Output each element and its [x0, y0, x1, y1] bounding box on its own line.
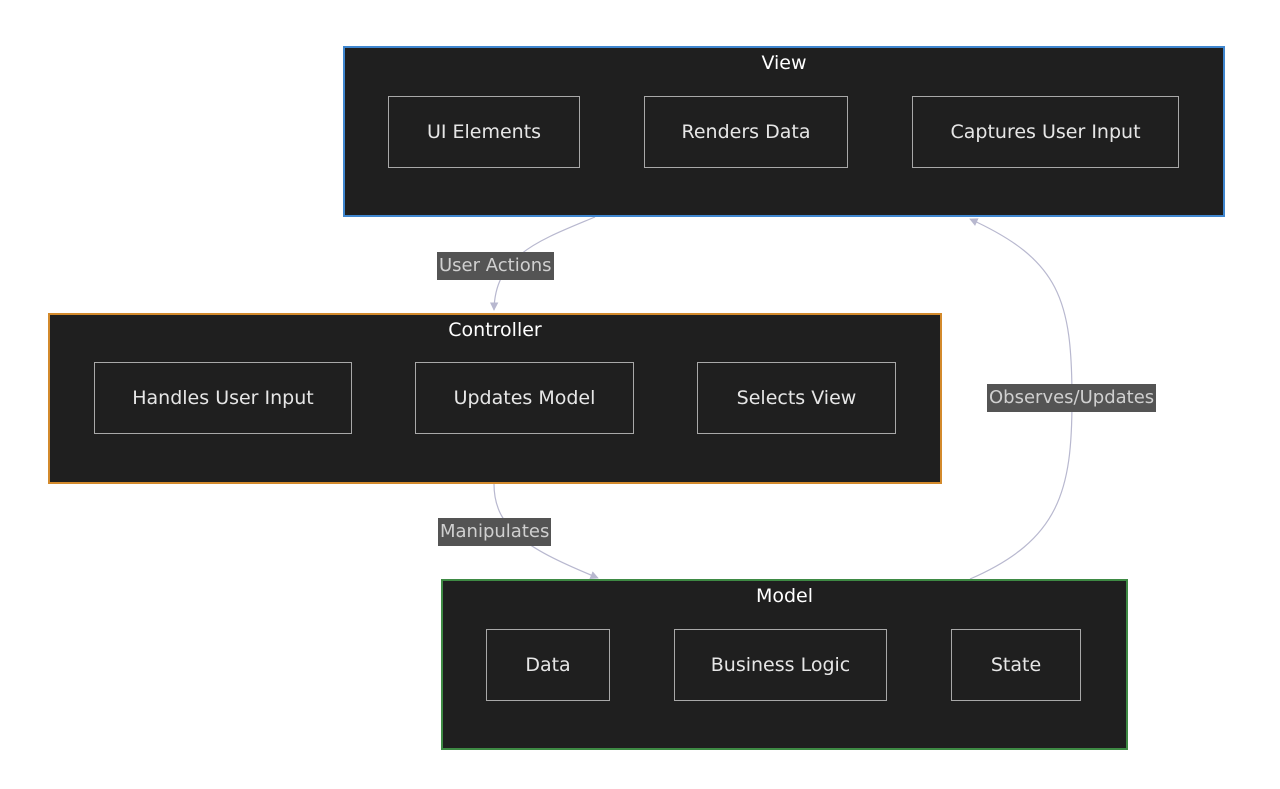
- handles-user-input-node: Handles User Input: [94, 362, 352, 434]
- renders-data-node: Renders Data: [644, 96, 848, 168]
- selects-view-node: Selects View: [697, 362, 896, 434]
- edge-view-to-controller: [489, 216, 596, 311]
- edge-label-user-actions: User Actions: [437, 252, 554, 280]
- business-logic-node: Business Logic: [674, 629, 887, 701]
- updates-model-node: Updates Model: [415, 362, 634, 434]
- state-node: State: [951, 629, 1081, 701]
- controller-cluster-title: Controller: [448, 319, 542, 341]
- data-node: Data: [486, 629, 610, 701]
- edge-label-observes-updates: Observes/Updates: [987, 384, 1157, 412]
- model-cluster-title: Model: [755, 585, 814, 607]
- edge-label-manipulates: Manipulates: [438, 518, 552, 546]
- ui-elements-node: UI Elements: [388, 96, 580, 168]
- view-cluster-title: View: [761, 52, 807, 74]
- captures-user-input-node: Captures User Input: [912, 96, 1179, 168]
